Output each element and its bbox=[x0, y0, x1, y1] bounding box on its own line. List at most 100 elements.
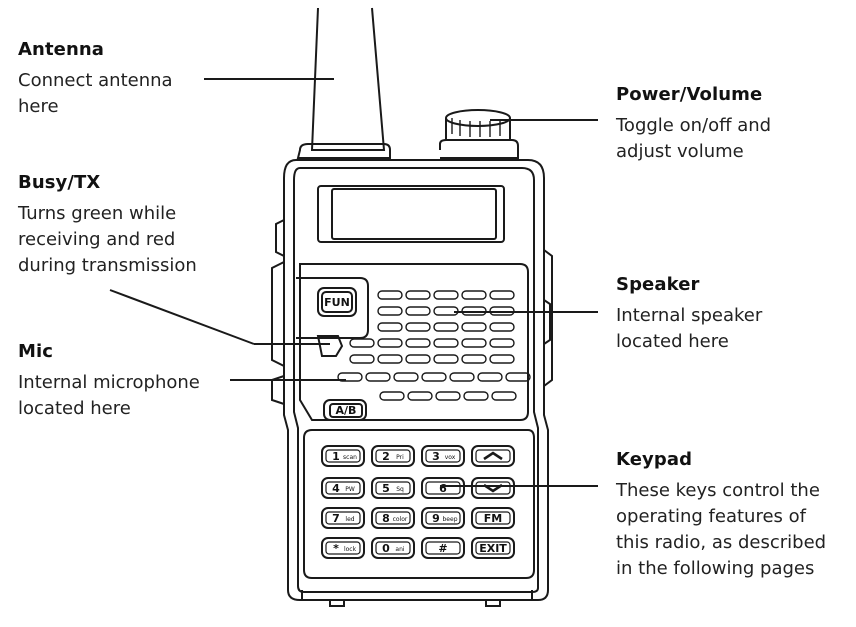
key-sub-label: vox bbox=[445, 454, 456, 461]
fun-button-group: FUN bbox=[317, 287, 357, 317]
key-main-label: EXIT bbox=[479, 542, 507, 555]
key-sub-label: Sq bbox=[396, 486, 404, 493]
key-main-label: 1 bbox=[332, 450, 340, 463]
callout-speaker: Speaker Internal speaker located here bbox=[616, 274, 846, 355]
mic-hole bbox=[316, 335, 344, 357]
key-main-label: 8 bbox=[382, 512, 390, 525]
grille-slot bbox=[379, 391, 405, 401]
mic-title: Mic bbox=[18, 341, 54, 362]
grille-slot bbox=[435, 391, 461, 401]
grille-slot bbox=[433, 338, 459, 348]
grille-slot bbox=[377, 322, 403, 332]
key-main-label: 9 bbox=[432, 512, 440, 525]
grille-slot bbox=[377, 354, 403, 364]
key-main-label: 0 bbox=[382, 542, 390, 555]
grille-slot bbox=[477, 372, 503, 382]
key-sub-label: led bbox=[345, 516, 354, 523]
keypad-description: These keys control the operating feature… bbox=[616, 480, 827, 579]
keypad-key: * lock bbox=[321, 537, 365, 559]
grille-slot bbox=[463, 391, 489, 401]
keypad-panel bbox=[303, 429, 535, 579]
grille-slot bbox=[433, 354, 459, 364]
grille-slot bbox=[393, 372, 419, 382]
grille-slot bbox=[407, 391, 433, 401]
speaker-description: Internal speaker located here bbox=[616, 305, 763, 352]
grille-slot bbox=[349, 354, 375, 364]
keypad-key: 5 Sq bbox=[371, 477, 415, 499]
grille-slot bbox=[489, 322, 515, 332]
grille-slot bbox=[461, 290, 487, 300]
grille-slot bbox=[461, 322, 487, 332]
keypad-key: 0 ani bbox=[371, 537, 415, 559]
speaker-title: Speaker bbox=[616, 274, 700, 295]
grille-slot bbox=[491, 391, 517, 401]
radio-body bbox=[283, 159, 549, 607]
power-volume-description: Toggle on/off and adjust volume bbox=[616, 115, 772, 162]
grille-slot bbox=[489, 290, 515, 300]
keypad-key: 3 vox bbox=[421, 445, 465, 467]
grille-slot bbox=[449, 372, 475, 382]
antenna-illustration bbox=[296, 7, 391, 159]
grille-slot bbox=[433, 290, 459, 300]
keypad-key: 6 bbox=[421, 477, 465, 499]
side-buttons bbox=[271, 219, 553, 405]
mic-description: Internal microphone located here bbox=[18, 372, 200, 419]
fun-button-label: FUN bbox=[324, 296, 350, 309]
grille-slot bbox=[377, 290, 403, 300]
key-sub-label: Pri bbox=[396, 454, 404, 461]
grille-slot bbox=[349, 338, 375, 348]
key-main-label: # bbox=[438, 542, 447, 555]
key-sub-label: ani bbox=[395, 546, 404, 553]
keypad-key: EXIT bbox=[471, 537, 515, 559]
keypad-key bbox=[471, 477, 515, 499]
key-main-label: 5 bbox=[382, 482, 390, 495]
ab-button-label: A/B bbox=[336, 404, 357, 417]
busy-tx-description: Turns green while receiving and red duri… bbox=[18, 203, 197, 276]
speaker-panel bbox=[296, 263, 529, 421]
key-main-label: 3 bbox=[432, 450, 440, 463]
grille-slot bbox=[421, 372, 447, 382]
key-main-label: FM bbox=[484, 512, 502, 525]
grille-slot bbox=[505, 372, 531, 382]
grille-slot bbox=[377, 306, 403, 316]
key-sub-label: color bbox=[393, 516, 408, 523]
grille-slot bbox=[365, 372, 391, 382]
ab-button-group: A/B bbox=[323, 399, 367, 421]
keypad-key: 2 Pri bbox=[371, 445, 415, 467]
speaker-grille bbox=[337, 290, 531, 401]
keypad-key: 7 led bbox=[321, 507, 365, 529]
key-sub-label: beep bbox=[443, 516, 458, 523]
chevron-up-icon bbox=[483, 451, 503, 461]
grille-slot bbox=[433, 322, 459, 332]
power-volume-title: Power/Volume bbox=[616, 84, 763, 105]
callout-mic: Mic Internal microphone located here bbox=[18, 341, 248, 422]
key-sub-label: scan bbox=[343, 454, 357, 461]
key-sub-label: lock bbox=[344, 546, 357, 553]
key-main-label: 7 bbox=[332, 512, 340, 525]
antenna-description: Connect antenna here bbox=[18, 70, 173, 117]
callout-antenna: Antenna Connect antenna here bbox=[18, 39, 218, 120]
grille-slot bbox=[405, 338, 431, 348]
grille-slot bbox=[405, 354, 431, 364]
grille-slot bbox=[405, 306, 431, 316]
grille-slot bbox=[405, 290, 431, 300]
grille-slot bbox=[489, 338, 515, 348]
callout-busy-tx: Busy/TX Turns green while receiving and … bbox=[18, 172, 248, 279]
callout-keypad: Keypad These keys control the operating … bbox=[616, 449, 851, 582]
key-main-label: 6 bbox=[439, 482, 447, 495]
grille-slot bbox=[337, 372, 363, 382]
keypad-key bbox=[471, 445, 515, 467]
keypad-key: # bbox=[421, 537, 465, 559]
key-main-label: 2 bbox=[382, 450, 390, 463]
antenna-title: Antenna bbox=[18, 39, 105, 60]
key-main-label: 4 bbox=[332, 482, 340, 495]
key-main-label: * bbox=[333, 542, 339, 555]
keypad-title: Keypad bbox=[616, 449, 693, 470]
leader-lines bbox=[109, 78, 598, 487]
